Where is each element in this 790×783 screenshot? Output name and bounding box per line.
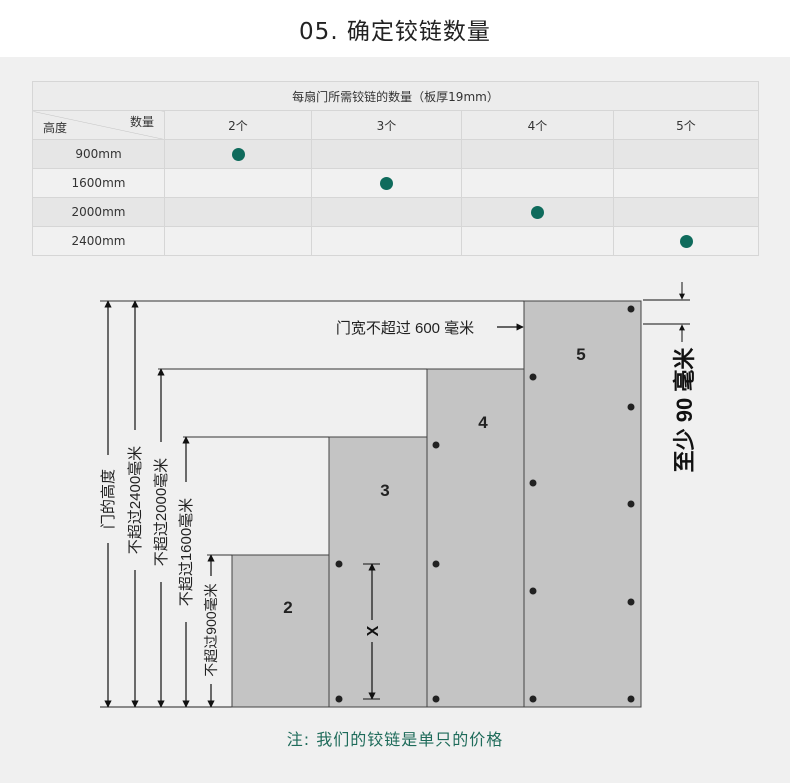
table-cell — [311, 226, 462, 256]
max-2000-label: 不超过2000毫米 — [152, 458, 170, 566]
panel-label-5: 5 — [576, 345, 585, 364]
table-cell — [461, 226, 614, 256]
table-row: 1600mm — [32, 168, 759, 198]
selected-dot-icon — [231, 148, 245, 161]
selected-dot-icon — [531, 206, 544, 219]
table-cell — [613, 139, 759, 169]
door-height-label: 门的高度 — [100, 469, 117, 529]
table-caption: 每扇门所需铰链的数量（板厚19mm） — [32, 81, 759, 111]
corner-count-label: 数量 — [129, 115, 154, 129]
table-cell — [461, 197, 614, 227]
selected-dot-icon — [380, 177, 393, 190]
table-header-row: 数量 高度 2个 3个 4个 5个 — [32, 110, 759, 140]
table-cell — [613, 197, 759, 227]
selected-dot-icon — [679, 235, 693, 248]
footer-note: 注: 我们的铰链是单只的价格 — [286, 730, 504, 749]
table-cell — [311, 139, 462, 169]
table-caption-row: 每扇门所需铰链的数量（板厚19mm） — [32, 81, 759, 111]
table-cell — [164, 139, 312, 169]
hinge-hole-icons — [335, 305, 635, 703]
spacing-label: X — [365, 625, 382, 636]
page-title-bar: 05. 确定铰链数量 — [0, 0, 790, 57]
table-cell — [311, 197, 462, 227]
table-corner-cell: 数量 高度 — [32, 110, 165, 140]
column-header: 3个 — [311, 110, 462, 140]
column-header: 5个 — [613, 110, 759, 140]
panel-label-2: 2 — [283, 598, 292, 617]
margin-label: 至少 90 毫米 — [672, 347, 697, 473]
column-header: 2个 — [164, 110, 312, 140]
row-height-label: 900mm — [32, 139, 165, 169]
max-2400-label: 不超过2400毫米 — [126, 446, 144, 554]
corner-height-label: 高度 — [43, 121, 68, 135]
row-height-label: 1600mm — [32, 168, 165, 198]
table-cell — [164, 226, 312, 256]
table-cell — [613, 226, 759, 256]
max-900-label: 不超过900毫米 — [203, 583, 219, 676]
table-row: 2000mm — [32, 197, 759, 227]
column-header: 4个 — [461, 110, 614, 140]
table-cell — [164, 168, 312, 198]
row-height-label: 2000mm — [32, 197, 165, 227]
table-cell — [461, 139, 614, 169]
width-label: 门宽不超过 600 毫米 — [336, 319, 474, 337]
table-cell — [164, 197, 312, 227]
max-1600-label: 不超过1600毫米 — [177, 498, 195, 606]
row-height-label: 2400mm — [32, 226, 165, 256]
hinge-diagram: 2 3 4 5 X 门的高度 不超过2400毫米 不超过2000毫米 不超过 — [98, 282, 697, 708]
table-cell — [461, 168, 614, 198]
page-title: 05. 确定铰链数量 — [299, 18, 491, 45]
margin-dimension — [643, 282, 690, 342]
panel-label-3: 3 — [380, 481, 389, 500]
table-row: 900mm — [32, 139, 759, 169]
table-cell — [311, 168, 462, 198]
height-labels: 门的高度 不超过2400毫米 不超过2000毫米 不超过1600毫米 不超过90… — [98, 430, 221, 684]
hinge-quantity-table: 每扇门所需铰链的数量（板厚19mm） 数量 高度 2个 3个 4个 5个 900… — [32, 81, 759, 256]
door-panel-5 — [523, 300, 642, 708]
table-cell — [613, 168, 759, 198]
panel-label-4: 4 — [478, 413, 488, 432]
table-row: 2400mm — [32, 226, 759, 256]
